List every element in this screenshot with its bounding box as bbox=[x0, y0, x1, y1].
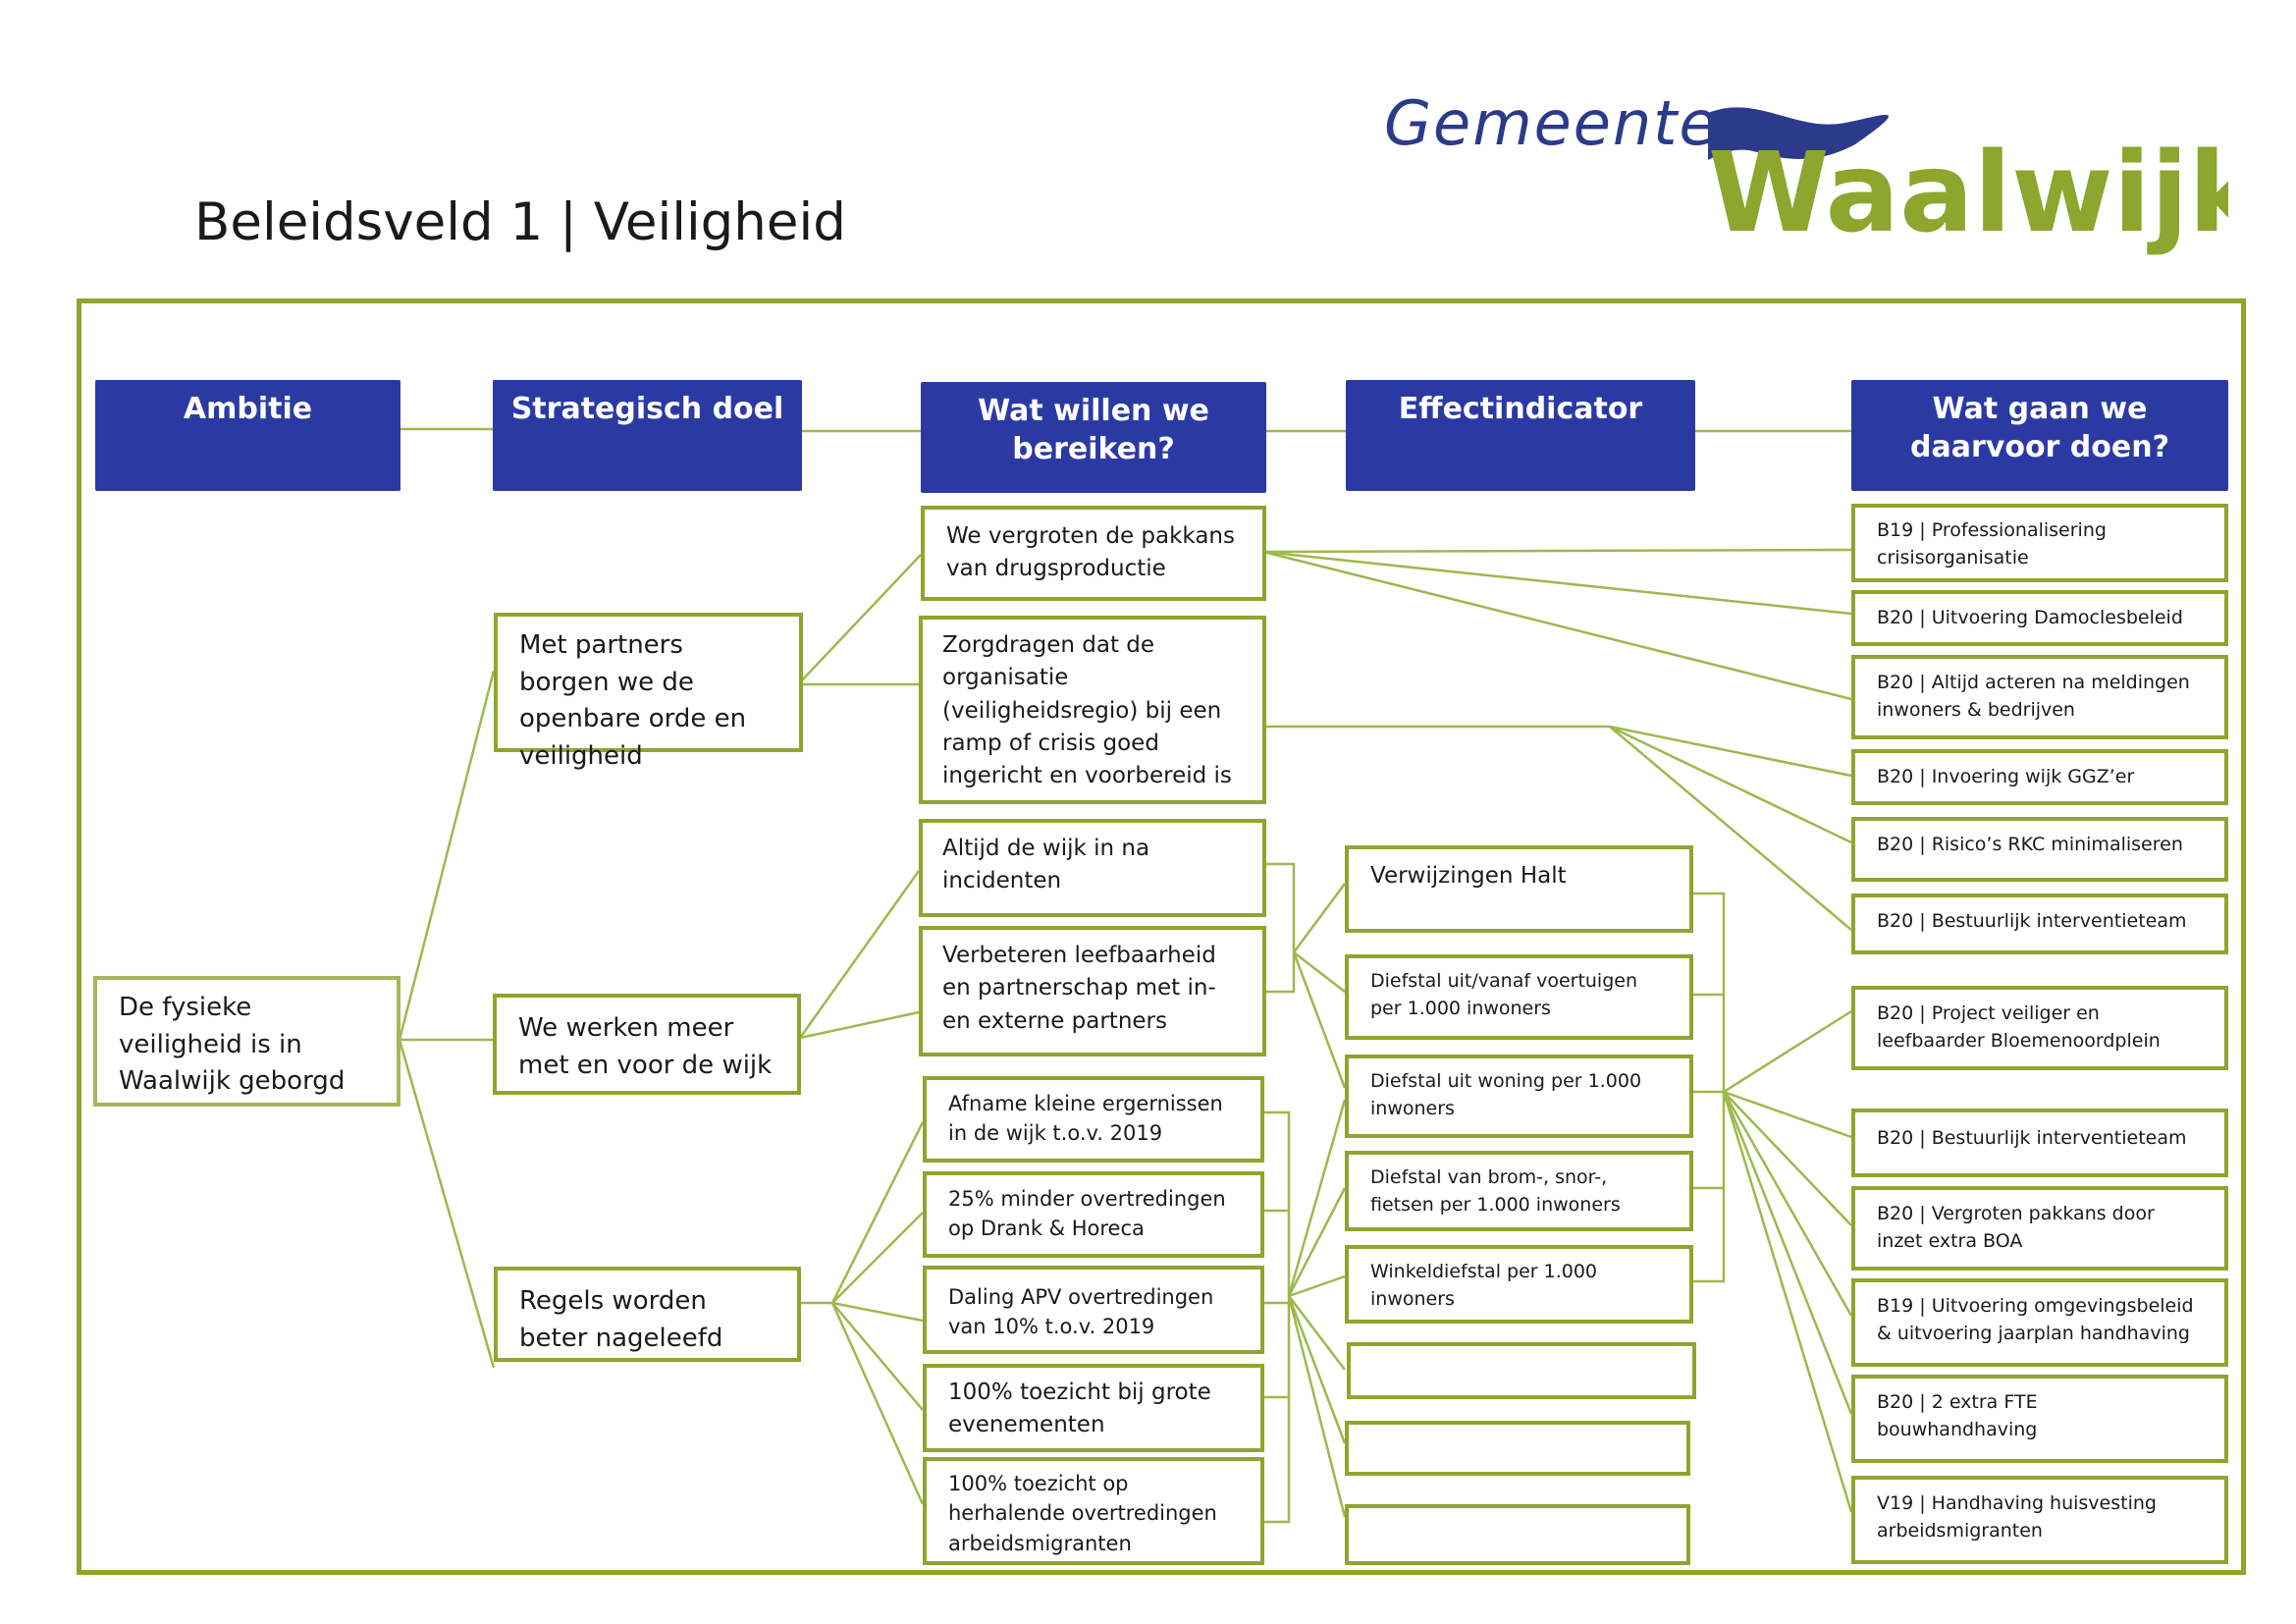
indicator-box-empty-1 bbox=[1347, 1342, 1696, 1399]
actie-box-interventieteam-2: B20 | Bestuurlijk interventieteam bbox=[1851, 1109, 2228, 1177]
indicator-box-empty-2 bbox=[1345, 1421, 1690, 1476]
indicator-box-winkeldiefstal: Winkeldiefstal per 1.000 inwoners bbox=[1345, 1245, 1693, 1324]
actie-box-damoclesbeleid: B20 | Uitvoering Damoclesbeleid bbox=[1851, 590, 2228, 646]
indicator-box-woning: Diefstal uit woning per 1.000 inwoners bbox=[1345, 1055, 1693, 1138]
logo-flag bbox=[1708, 107, 1889, 160]
logo-text-gemeente: Gemeente bbox=[1384, 87, 1719, 159]
bereiken-box-pakkans: We vergroten de pakkans van drugsproduct… bbox=[921, 506, 1266, 601]
actie-box-omgevingsbeleid: B19 | Uitvoering omgevingsbeleid & uitvo… bbox=[1851, 1278, 2228, 1367]
actie-box-interventieteam-1: B20 | Bestuurlijk interventieteam bbox=[1851, 893, 2228, 954]
gemeente-waalwijk-logo: Gemeente Waalwijk bbox=[1384, 87, 2228, 257]
page-title: Beleidsveld 1 | Veiligheid bbox=[194, 192, 846, 252]
bereiken-box-leefbaarheid: Verbeteren leefbaarheid en partnerschap … bbox=[919, 926, 1266, 1056]
doel-box-regels: Regels worden beter nageleefd bbox=[494, 1267, 801, 1362]
doel-box-wijk: We werken meer met en voor de wijk bbox=[493, 994, 801, 1095]
bereiken-box-ramp-crisis: Zorgdragen dat de organisatie (veilighei… bbox=[919, 616, 1266, 804]
bereiken-box-ergernissen: Afname kleine ergernissen in de wijk t.o… bbox=[923, 1076, 1264, 1163]
bereiken-box-evenementen: 100% toezicht bij grote evenementen bbox=[923, 1364, 1264, 1452]
diagram-frame bbox=[77, 298, 2246, 1575]
actie-box-boa: B20 | Vergroten pakkans door inzet extra… bbox=[1851, 1186, 2228, 1271]
indicator-box-voertuigen: Diefstal uit/vanaf voertuigen per 1.000 … bbox=[1345, 954, 1693, 1040]
doel-box-openbare-orde: Met partners borgen we de openbare orde … bbox=[494, 613, 803, 771]
actie-box-acteren-meldingen: B20 | Altijd acteren na meldingen inwone… bbox=[1851, 655, 2228, 739]
header-strategisch-doel: Strategisch doel bbox=[493, 380, 802, 491]
actie-box-bloemenoordplein: B20 | Project veiliger en leefbaarder Bl… bbox=[1851, 986, 2228, 1070]
logo-text-waalwijk: Waalwijk bbox=[1708, 130, 2228, 257]
bereiken-box-drank-horeca: 25% minder overtredingen op Drank & Hore… bbox=[923, 1171, 1264, 1258]
header-wat-willen-we-bereiken: Wat willen we bereiken? bbox=[921, 382, 1266, 493]
header-ambitie: Ambitie bbox=[95, 380, 400, 491]
indicator-box-fietsen: Diefstal van brom-, snor-, fietsen per 1… bbox=[1345, 1151, 1693, 1231]
actie-box-rkc: B20 | Risico’s RKC minimaliseren bbox=[1851, 817, 2228, 882]
actie-box-crisisorganisatie: B19 | Professionalisering crisisorganisa… bbox=[1851, 504, 2228, 582]
actie-box-bouwhandhaving: B20 | 2 extra FTE bouwhandhaving bbox=[1851, 1375, 2228, 1463]
actie-box-wijk-ggz: B20 | Invoering wijk GGZ’er bbox=[1851, 749, 2228, 805]
bereiken-box-arbeidsmigranten: 100% toezicht op herhalende overtredinge… bbox=[923, 1457, 1264, 1565]
indicator-box-empty-3 bbox=[1345, 1504, 1690, 1565]
indicator-box-halt: Verwijzingen Halt bbox=[1345, 845, 1693, 933]
header-effectindicator: Effectindicator bbox=[1346, 380, 1695, 491]
ambitie-box: De fysieke veiligheid is in Waalwijk geb… bbox=[93, 976, 400, 1107]
actie-box-huisvesting: V19 | Handhaving huisvesting arbeidsmigr… bbox=[1851, 1476, 2228, 1564]
bereiken-box-apv: Daling APV overtredingen van 10% t.o.v. … bbox=[923, 1266, 1264, 1354]
header-wat-gaan-we-doen: Wat gaan we daarvoor doen? bbox=[1851, 380, 2228, 491]
bereiken-box-wijk-incidenten: Altijd de wijk in na incidenten bbox=[919, 819, 1266, 917]
